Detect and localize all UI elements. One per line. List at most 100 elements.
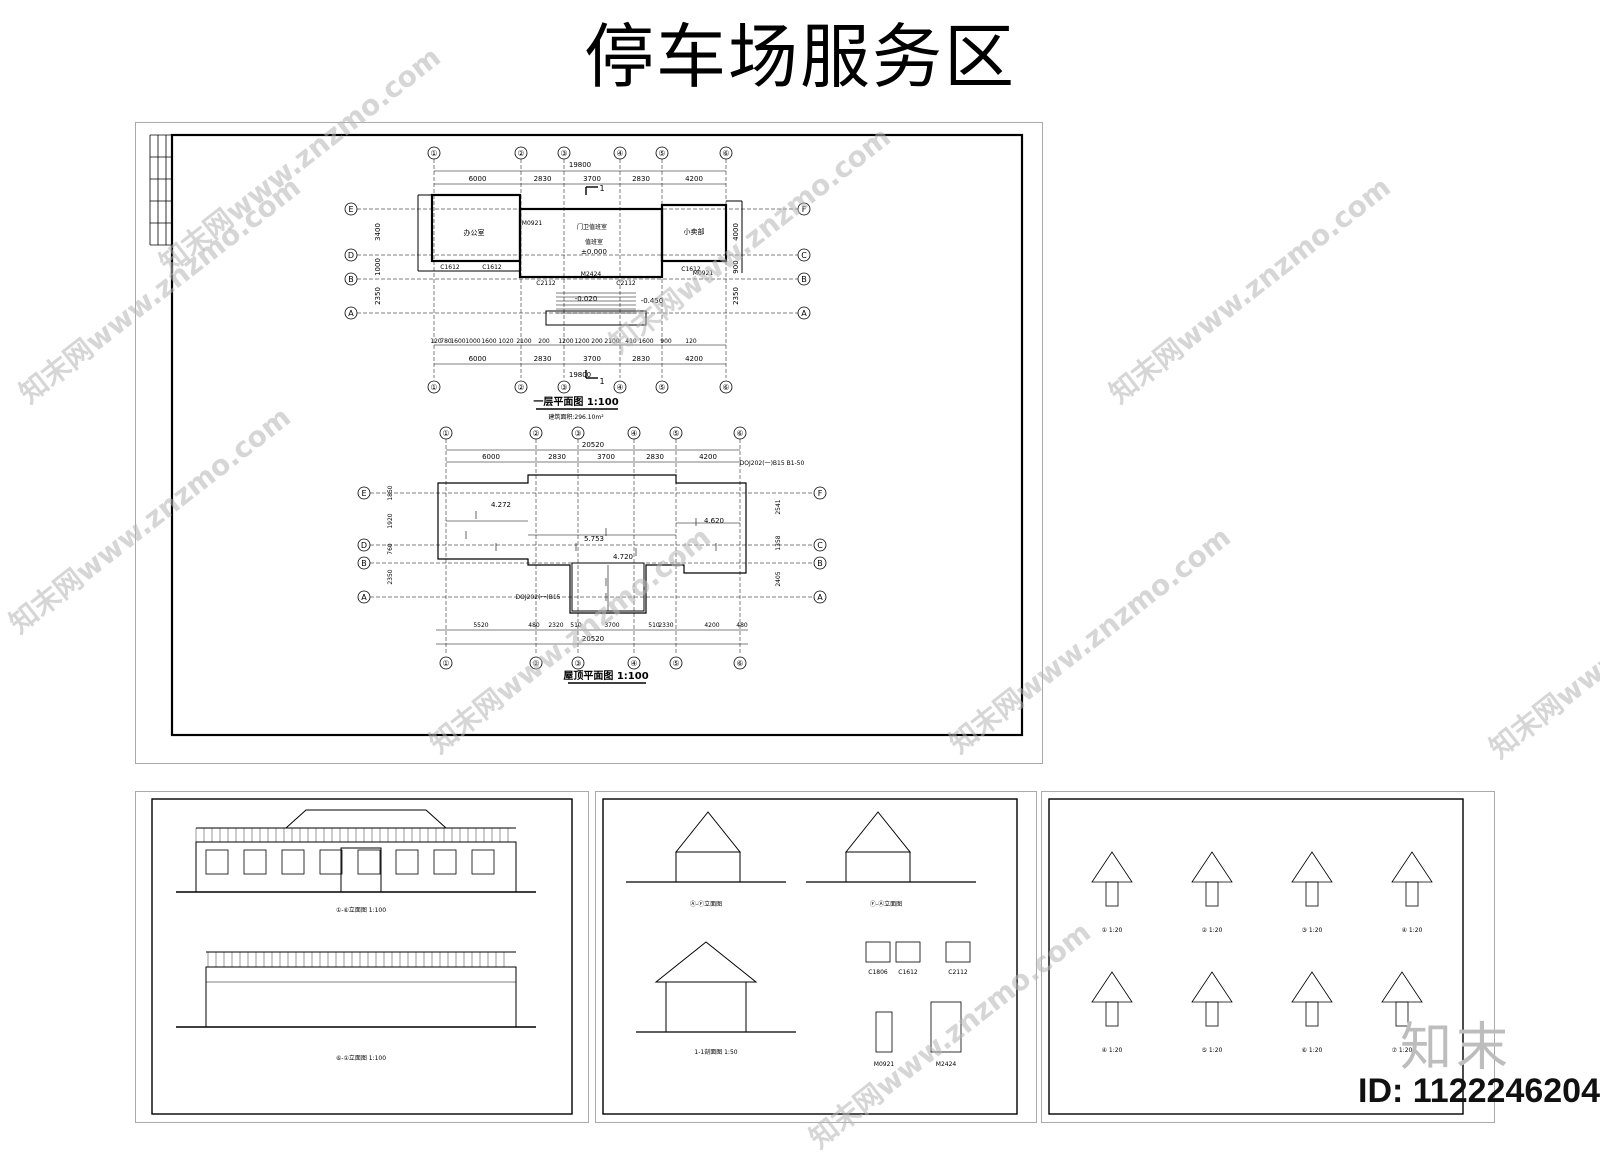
section-wall bbox=[675, 851, 741, 883]
plan-caption: 屋顶平面图 1:100 bbox=[563, 670, 648, 682]
main-door bbox=[340, 847, 382, 893]
dimension-bottom: 510 bbox=[648, 622, 660, 629]
document-id: ID: 1122246204 bbox=[1358, 1072, 1600, 1110]
grid-bubble-left-label: B bbox=[361, 559, 367, 568]
dimension-bottom: 3700 bbox=[604, 622, 619, 629]
dimension-left: 1920 bbox=[387, 513, 394, 528]
roof-note: DOJ202(一)B15 bbox=[516, 594, 561, 601]
section-marker-label: 1 bbox=[599, 184, 604, 193]
dimension-bottom: 480 bbox=[528, 622, 540, 629]
dimension-bottom: 4200 bbox=[685, 355, 703, 363]
section-roof bbox=[654, 941, 758, 983]
elevation-caption: ①-⑥立面图 1:100 bbox=[336, 906, 386, 914]
grid-bubble-right bbox=[813, 556, 827, 570]
grid-bubble-bottom bbox=[655, 380, 669, 394]
detail-caption: ④ 1:20 bbox=[1402, 927, 1423, 934]
dimension-sub: 1600 bbox=[481, 338, 496, 345]
door-detail bbox=[875, 1011, 893, 1053]
inner-frame bbox=[151, 798, 573, 1115]
detail-node bbox=[1191, 971, 1233, 1003]
dimension-top: 6000 bbox=[482, 453, 500, 461]
detail-node bbox=[1205, 1001, 1219, 1027]
grid-bubble-bottom bbox=[613, 380, 627, 394]
roof-outline bbox=[437, 474, 747, 614]
dimension-sub: 2100 bbox=[604, 338, 619, 345]
grid-bubble-left-label: A bbox=[348, 309, 354, 318]
section-caption: Ⓕ-Ⓐ立面图 bbox=[870, 900, 902, 908]
grid-bubble-bottom bbox=[529, 656, 543, 670]
detail-node bbox=[1291, 971, 1333, 1003]
elevation-sheet: ①-⑥立面图 1:100 ⑥-①立面图 1:100 bbox=[135, 791, 589, 1123]
dimension-sub: 410 bbox=[625, 338, 637, 345]
grid-bubble-left-label: D bbox=[361, 541, 367, 550]
dimension-left: 2350 bbox=[387, 569, 394, 584]
roof-note: DOJ202(一)B15 B1-50 bbox=[740, 460, 805, 467]
door-window-label: M2424 bbox=[581, 271, 602, 278]
elevation-caption: ⑥-①立面图 1:100 bbox=[336, 1054, 386, 1062]
grid-bubble-bottom bbox=[427, 380, 441, 394]
section-roof bbox=[674, 811, 742, 853]
window-detail bbox=[895, 941, 921, 963]
grid-bubble-bottom bbox=[669, 656, 683, 670]
door-caption: M0921 bbox=[874, 1061, 895, 1068]
grid-bubble-bottom bbox=[557, 380, 571, 394]
window-detail bbox=[865, 941, 891, 963]
window-detail bbox=[945, 941, 971, 963]
detail-node bbox=[1405, 881, 1419, 907]
window bbox=[433, 849, 457, 875]
detail-node bbox=[1105, 881, 1119, 907]
section-wall bbox=[665, 981, 747, 1033]
grid-bubble-bottom-label: ③ bbox=[560, 383, 567, 392]
detail-caption: ⑥ 1:20 bbox=[1302, 1047, 1323, 1054]
dimension-right: 2541 bbox=[775, 499, 782, 514]
grid-bubble-top-label: ② bbox=[532, 429, 539, 438]
grid-bubble-left-label: B bbox=[348, 275, 354, 284]
grid-bubble-right-label: B bbox=[817, 559, 823, 568]
dimension-bottom: 3700 bbox=[583, 355, 601, 363]
grid-bubble-top-label: ⑤ bbox=[672, 429, 679, 438]
grid-bubble-bottom-label: ② bbox=[517, 383, 524, 392]
grid-bubble-right-label: F bbox=[818, 489, 823, 498]
door-window-label: C2112 bbox=[616, 280, 636, 287]
grid-bubble-top-label: ④ bbox=[630, 429, 637, 438]
level-marker: -0.450 bbox=[641, 297, 664, 305]
wall-shop bbox=[660, 203, 728, 263]
grid-bubble-bottom-label: ① bbox=[442, 659, 449, 668]
roof-level: 4.720 bbox=[613, 553, 633, 561]
grid-bubble-right bbox=[797, 248, 811, 262]
room-label-shop: 小卖部 bbox=[684, 227, 705, 236]
section-roof bbox=[844, 811, 912, 853]
detail-caption: ⑦ 1:20 bbox=[1392, 1047, 1413, 1054]
overall-dimension: 20520 bbox=[582, 635, 604, 643]
dimension-sub: 200 bbox=[538, 338, 550, 345]
dimension-sub: 780 bbox=[440, 338, 452, 345]
grid-bubble-top-label: ③ bbox=[574, 429, 581, 438]
window bbox=[357, 849, 381, 875]
dimension-sub: 1020 bbox=[498, 338, 513, 345]
entrance-platform bbox=[545, 310, 647, 326]
door-window-label: C1612 bbox=[482, 264, 502, 271]
grid-bubble-top-label: ① bbox=[430, 149, 437, 158]
room-label-service: 门卫值班室 bbox=[577, 223, 607, 231]
grid-bubble-bottom-label: ④ bbox=[630, 659, 637, 668]
window bbox=[205, 849, 229, 875]
grid-bubble-left-label: E bbox=[361, 489, 366, 498]
room-label-duty: 值班室 bbox=[585, 238, 603, 246]
detail-caption: ① 1:20 bbox=[1102, 927, 1123, 934]
detail-caption: ② 1:20 bbox=[1202, 927, 1223, 934]
roof-level: 4.620 bbox=[704, 517, 724, 525]
grid-bubble-right-label: A bbox=[817, 593, 823, 602]
roof-level: 5.753 bbox=[584, 535, 604, 543]
grid-bubble-left-label: A bbox=[361, 593, 367, 602]
section-wall bbox=[845, 851, 911, 883]
detail-node bbox=[1191, 851, 1233, 883]
dimension-left: 1850 bbox=[387, 485, 394, 500]
grid-bubble-bottom-label: ⑤ bbox=[658, 383, 665, 392]
dimension-sub: 1600 bbox=[638, 338, 653, 345]
dimension-bottom: 510 bbox=[570, 622, 582, 629]
grid-bubble-top-label: ⑤ bbox=[658, 149, 665, 158]
